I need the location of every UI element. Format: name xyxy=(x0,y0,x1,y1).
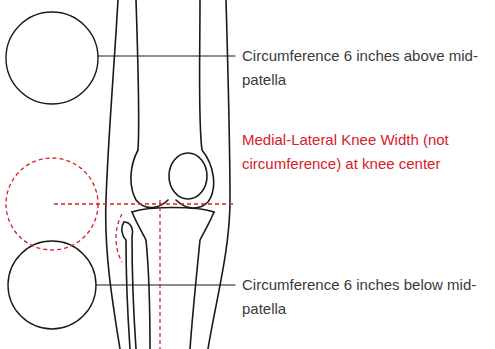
leader-line xyxy=(96,284,235,285)
circumference-label: Circumference 6 inches above mid-patella xyxy=(242,44,492,92)
leg-outline xyxy=(208,0,230,349)
patella xyxy=(169,153,207,199)
femur-bone xyxy=(131,0,168,208)
leader-line xyxy=(98,55,235,56)
tibia-bone xyxy=(190,212,214,349)
width-leader xyxy=(54,203,235,204)
leg-outline xyxy=(106,0,120,349)
width-bracket xyxy=(116,214,122,262)
tibia-plateau xyxy=(132,208,214,213)
measure-circle xyxy=(8,241,96,329)
center-line xyxy=(159,200,160,349)
circumference-label: Circumference 6 inches below mid-patella xyxy=(242,273,492,321)
width-label: Medial-Lateral Knee Width (not circumfer… xyxy=(242,128,492,176)
measure-circle xyxy=(6,12,98,104)
